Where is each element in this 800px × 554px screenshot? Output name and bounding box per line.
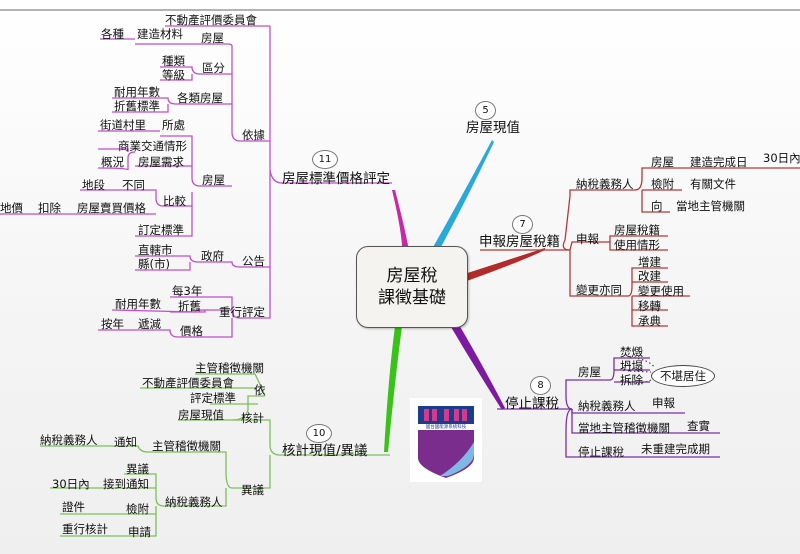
callout-uninhabitable[interactable]: 不堪居住 [651,365,715,387]
node-useful-life[interactable]: 耐用年數 [114,85,160,99]
node-house-2[interactable]: 房屋 [202,173,225,187]
node-county-city[interactable]: 縣(市) [138,257,170,271]
node-evidence[interactable]: 證件 [62,500,85,514]
node-documents[interactable]: 有關文件 [690,177,736,191]
node-taxpayer-a[interactable]: 納稅義務人 [40,433,98,447]
node-receive-notice[interactable]: 接到通知 [103,477,149,491]
node-tax-authority[interactable]: 主管稽徵機關 [195,361,264,375]
badge-11: 11 [312,150,338,169]
node-land-price[interactable]: 地價 [0,201,23,215]
node-local-tax-authority[interactable]: 當地主管稽徵機關 [578,421,670,435]
logo-caption: 國台國能源系統科技 [426,423,467,430]
node-house-types[interactable]: 各類房屋 [177,91,223,105]
node-taxpayer[interactable]: 納稅義務人 [576,177,634,191]
node-grade[interactable]: 等級 [162,68,185,82]
node-materials[interactable]: 建造材料 [137,27,183,41]
node-useful-life-2[interactable]: 耐用年數 [115,297,161,311]
organization-logo: 國台國能源系統科技 [410,398,482,482]
node-taxpayer-b[interactable]: 納稅義務人 [165,495,223,509]
branch-standard-price-assessment[interactable]: 房屋標準價格評定 [282,171,390,187]
node-street-village[interactable]: 街道村里 [100,118,146,132]
node-municipality[interactable]: 直轄市 [138,243,173,257]
node-various[interactable]: 各種 [101,27,124,41]
node-incomplete-rebuild[interactable]: 未重建完成期 [641,442,710,456]
node-inspect[interactable]: 查實 [687,419,710,433]
node-trade-price[interactable]: 房屋賣買價格 [77,201,146,215]
node-change-item[interactable]: 移轉 [638,299,661,313]
node-price[interactable]: 價格 [180,324,203,338]
node-change-item[interactable]: 變更使用 [638,284,684,298]
node-by-year[interactable]: 按年 [101,317,124,331]
node-reassess[interactable]: 重行評定 [219,305,265,319]
node-local-authority[interactable]: 當地主管機關 [676,199,745,213]
node-reduce[interactable]: 遞減 [138,317,161,331]
node-differ[interactable]: 不同 [122,178,145,192]
node-every-3-years[interactable]: 每3年 [172,284,203,298]
node-tax-authority-2[interactable]: 主管稽徵機關 [152,439,221,453]
node-apply[interactable]: 申請 [128,525,151,539]
node-announce[interactable]: 公告 [242,254,265,268]
node-category[interactable]: 區分 [202,61,225,75]
node-overview[interactable]: 概況 [101,155,124,169]
node-taxpayer[interactable]: 納稅義務人 [578,399,636,413]
node-commerce[interactable]: 商業交通情形 [118,139,187,153]
node-declare[interactable]: 申報 [652,396,675,410]
node-change-item[interactable]: 改建 [638,269,661,283]
node-registry[interactable]: 房屋稅籍 [614,223,660,237]
branch-stop-taxation[interactable]: 停止課稅 [505,396,559,412]
node-burned[interactable]: 焚燬 [620,345,643,359]
node-collapsed[interactable]: 坍塌 [620,359,643,373]
node-house[interactable]: 房屋 [578,365,601,379]
central-topic[interactable]: 房屋稅 課徵基礎 [356,246,468,328]
node-set-standard[interactable]: 訂定標準 [138,223,184,237]
node-completion-date[interactable]: 建造完成日 [690,155,748,169]
node-demolished[interactable]: 拆除 [620,373,643,387]
node-change-item[interactable]: 承典 [638,314,661,328]
node-objection[interactable]: 異議 [241,483,264,497]
node-demand[interactable]: 房屋需求 [138,155,184,169]
node-committee[interactable]: 不動產評價委員會 [142,376,234,390]
node-stop-tax[interactable]: 停止課稅 [578,445,624,459]
node-to[interactable]: 向 [651,199,663,213]
badge-10: 10 [306,424,332,443]
node-depreciate[interactable]: 折舊 [178,299,201,313]
node-calculate[interactable]: 核計 [241,411,264,425]
node-standard[interactable]: 評定標準 [190,391,236,405]
node-change-too[interactable]: 變更亦同 [576,283,622,297]
node-committee[interactable]: 不動產評價委員會 [165,13,257,27]
node-government[interactable]: 政府 [201,249,224,263]
node-within-30-days[interactable]: 30日內 [763,151,800,165]
node-recalculate[interactable]: 重行核計 [62,522,108,536]
node-change-item[interactable]: 增建 [638,255,661,269]
badge-5: 5 [475,101,496,120]
branch-house-value[interactable]: 房屋現值 [466,120,520,136]
badge-8: 8 [530,376,551,395]
node-compare[interactable]: 比較 [163,194,186,208]
node-declare[interactable]: 申報 [576,232,599,246]
node-by[interactable]: 依 [254,383,266,397]
central-topic-line2: 課徵基礎 [378,288,446,308]
node-house-1[interactable]: 房屋 [201,31,224,45]
node-depreciation-standard[interactable]: 折舊標準 [114,99,160,113]
node-usage[interactable]: 使用情形 [614,238,660,252]
node-current-value[interactable]: 房屋現值 [178,408,224,422]
node-notify[interactable]: 通知 [114,435,137,449]
node-objection-word[interactable]: 異議 [126,462,149,476]
badge-7: 7 [512,215,533,234]
node-kind[interactable]: 種類 [162,54,185,68]
node-plot[interactable]: 地段 [82,178,105,192]
node-basis[interactable]: 依據 [242,128,265,142]
branch-register-tax-record[interactable]: 申報房屋稅籍 [479,234,560,250]
node-deduct[interactable]: 扣除 [38,201,61,215]
branch-value-objection[interactable]: 核計現值/異議 [282,443,368,459]
node-house[interactable]: 房屋 [651,155,674,169]
node-attach[interactable]: 檢附 [126,502,149,516]
central-topic-line1: 房屋稅 [386,266,438,286]
node-attach[interactable]: 檢附 [651,177,674,191]
node-location[interactable]: 所處 [162,118,185,132]
node-within-30-days[interactable]: 30日內 [52,477,90,491]
